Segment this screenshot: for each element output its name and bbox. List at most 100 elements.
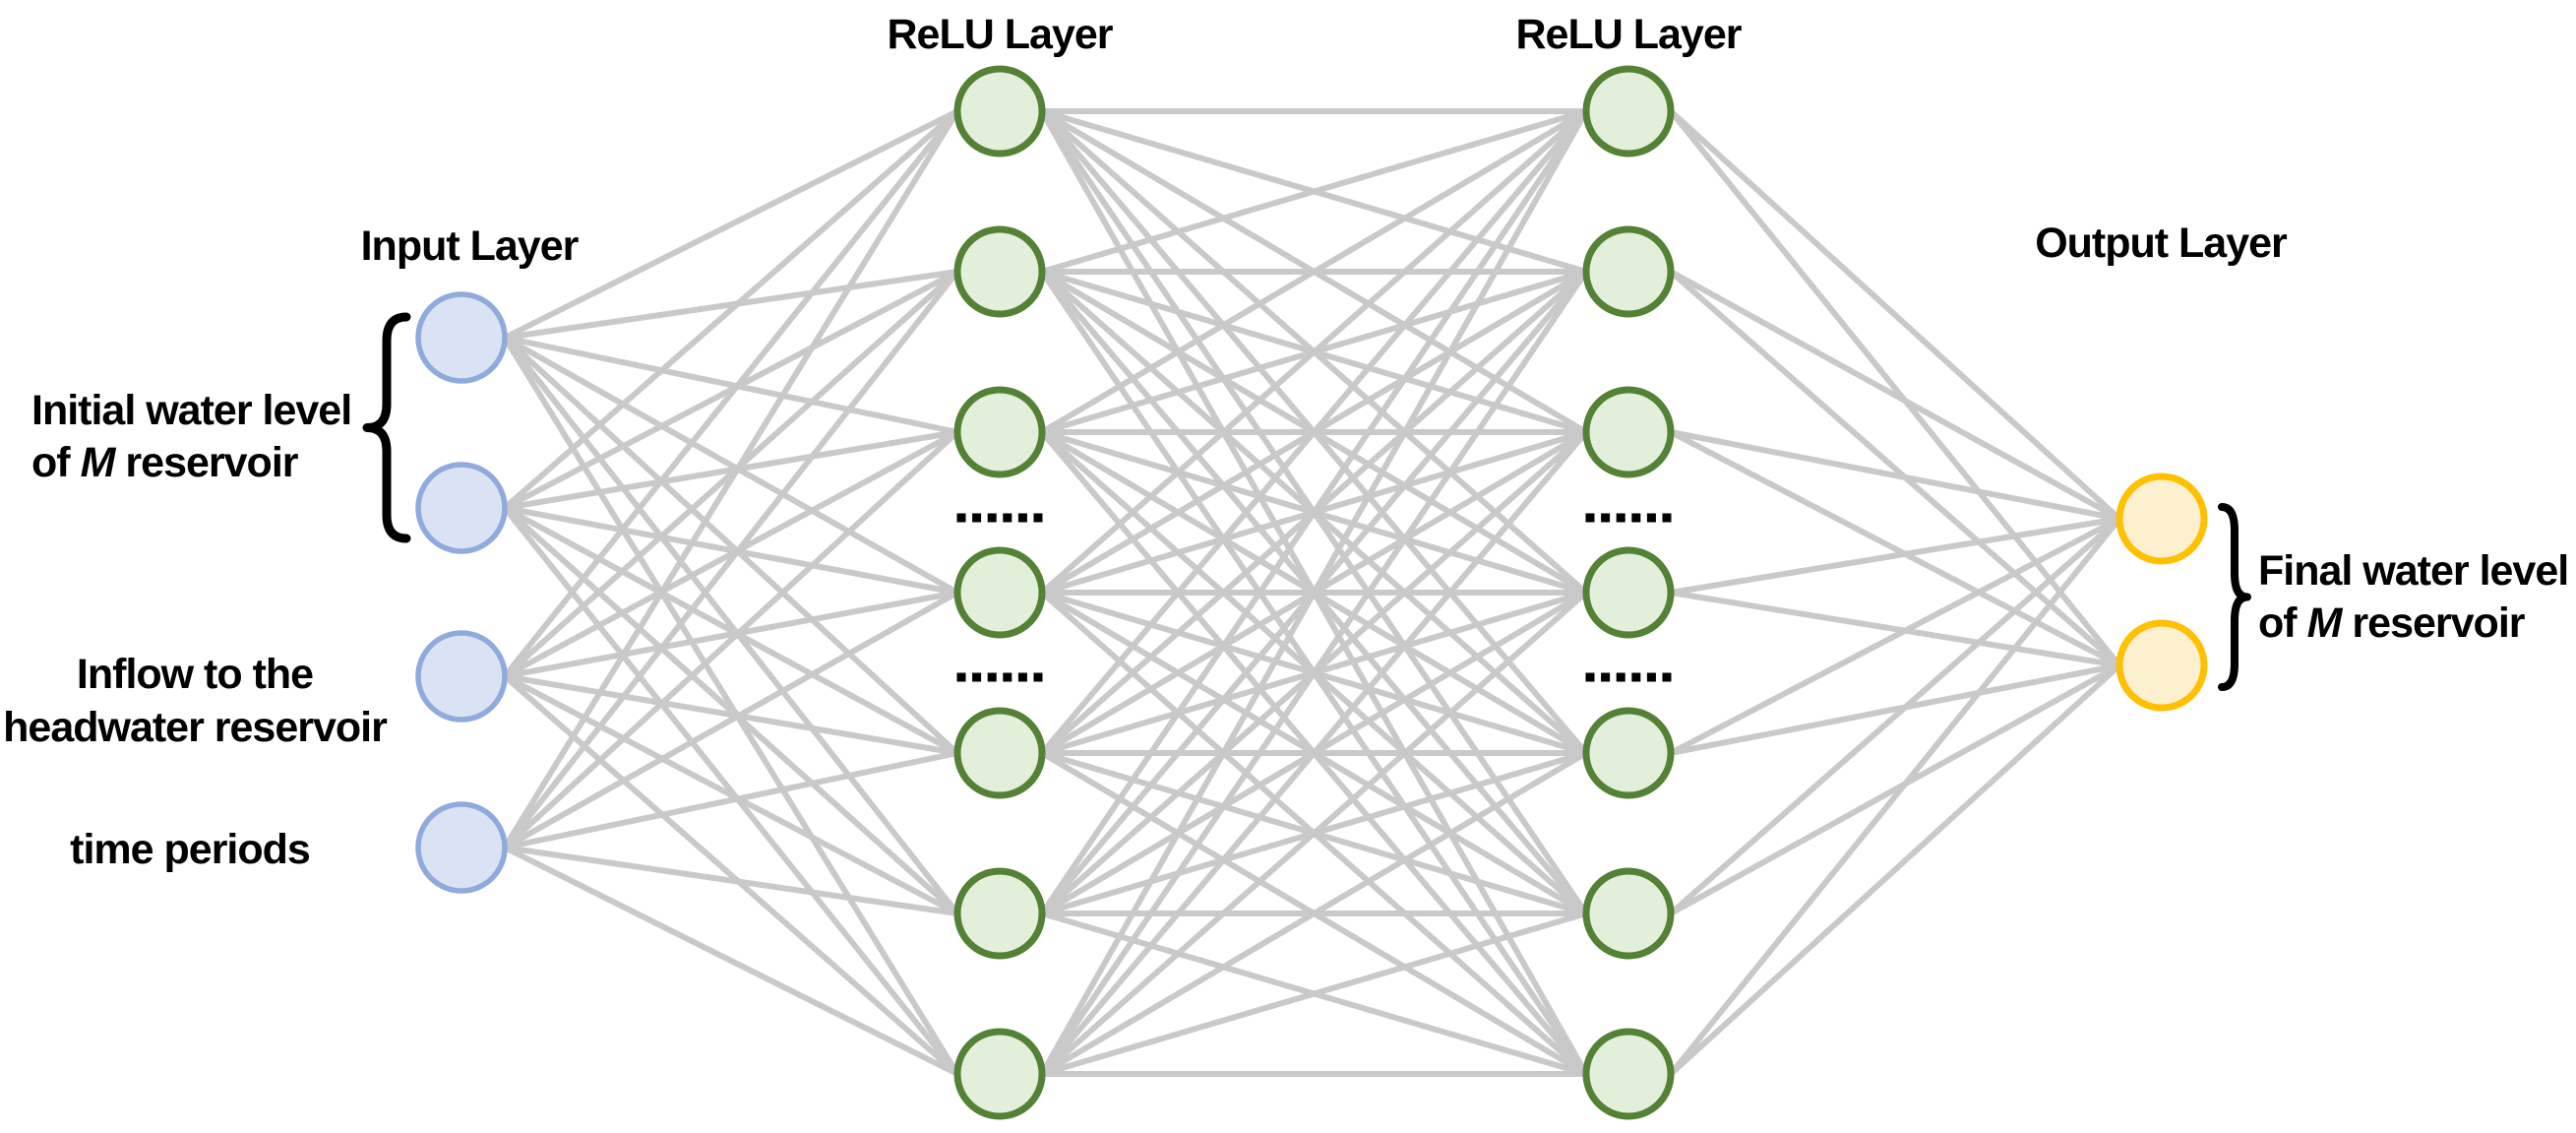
hidden2-node (1582, 867, 1675, 960)
hidden1-node (953, 546, 1046, 639)
ellipsis-dot (1631, 672, 1641, 682)
final-water-level-label-line1: Final water level (2258, 547, 2569, 595)
edge-line (1040, 590, 1588, 1077)
hidden1-node (953, 386, 1046, 478)
initial-line2-m-symbol: M (80, 439, 116, 486)
relu-layer-1-title: ReLU Layer (887, 11, 1114, 58)
time-periods-label: time periods (70, 826, 311, 873)
input-node (415, 630, 508, 723)
initial-water-level-label-line1: Initial water level (31, 387, 352, 434)
edge-line (503, 108, 959, 511)
input-node (415, 462, 508, 554)
hidden1-node (953, 867, 1046, 960)
edge-line (1670, 590, 2120, 668)
input-group-brace (362, 312, 411, 543)
ellipsis-dot (1033, 513, 1043, 523)
hidden1-node (953, 707, 1046, 799)
edge-line (1670, 429, 2120, 522)
ellipsis-dot (1616, 513, 1625, 523)
ellipsis-dot (972, 672, 982, 682)
final-line2-suffix: reservoir (2352, 599, 2525, 647)
ellipsis-dot (1003, 513, 1012, 523)
hidden1-node (953, 65, 1046, 157)
input-node (415, 801, 508, 894)
edge-line (502, 505, 960, 916)
edge-line (502, 109, 960, 850)
edge-line (504, 505, 958, 596)
ellipsis-dot (1033, 672, 1043, 682)
hidden2-node (1582, 1028, 1675, 1120)
edge-line (1669, 516, 2121, 916)
edge-line (502, 506, 960, 1076)
edge-line (1039, 430, 1589, 1076)
ellipsis-dot (1585, 513, 1595, 523)
ellipsis-dot (987, 672, 997, 682)
edge-line (1669, 662, 2121, 916)
ellipsis-dot (1631, 513, 1641, 523)
edge-line (502, 109, 960, 678)
edge-line (504, 845, 958, 916)
edge-line (1669, 269, 2121, 668)
edge-line (502, 429, 960, 850)
final-line2-prefix: of (2258, 599, 2298, 647)
edge-line (502, 270, 960, 850)
edge-line (1670, 662, 2120, 756)
edge-line (504, 750, 958, 850)
ellipsis-dot (1003, 672, 1012, 682)
inflow-label-line1: Inflow to the (76, 651, 314, 698)
edge-line (1669, 269, 2121, 522)
initial-line2-suffix: reservoir (125, 439, 298, 486)
edge-line (1668, 108, 2122, 522)
ellipsis-dot (1646, 672, 1656, 682)
edge-line (502, 336, 960, 1076)
ellipsis-dot (1646, 513, 1656, 523)
initial-line2-prefix: of (31, 439, 71, 486)
ellipsis-dot (1017, 513, 1027, 523)
edge-line (503, 335, 959, 596)
ellipsis-dot (972, 513, 982, 523)
edge-line (503, 505, 959, 756)
hidden1-node (953, 225, 1046, 318)
ellipsis-dot (956, 672, 966, 682)
edge-line (1668, 109, 2122, 667)
edge-line (502, 335, 960, 756)
ellipsis-dot (1601, 672, 1611, 682)
output-node (2116, 619, 2208, 712)
edge-line (1039, 270, 1589, 1076)
final-line2-m-symbol: M (2306, 599, 2343, 647)
edge-line (503, 590, 959, 850)
edge-line (503, 673, 959, 916)
edge-line (1040, 750, 1588, 1077)
hidden1-node (953, 1028, 1046, 1120)
edge-line (1039, 109, 1589, 915)
ellipsis-dot (987, 513, 997, 523)
edge-line (1668, 662, 2122, 1077)
hidden2-node (1582, 386, 1675, 478)
edge-line (1040, 108, 1588, 435)
ellipsis-dot (956, 513, 966, 523)
ellipsis-dot (1585, 672, 1595, 682)
hidden2-node (1582, 225, 1675, 318)
relu-layer-2-title: ReLU Layer (1515, 11, 1743, 58)
edge-line (503, 845, 959, 1077)
output-group-brace (2218, 503, 2251, 691)
edge-line (1040, 108, 1588, 596)
edge-line (1669, 429, 2121, 668)
ellipsis-dot (1017, 672, 1027, 682)
edge-line (1039, 109, 1589, 1076)
inflow-label-line2: headwater reservoir (3, 704, 388, 751)
edge-line (503, 673, 959, 1077)
edge-line (504, 269, 958, 341)
ellipsis-dot (1662, 513, 1672, 523)
edge-line (1041, 911, 1587, 1077)
edge-line (1039, 109, 1589, 755)
edge-line (1669, 516, 2121, 756)
edge-line (1041, 108, 1587, 275)
hidden2-node (1582, 65, 1675, 157)
edge-line (504, 673, 958, 756)
edge-line (503, 108, 959, 341)
